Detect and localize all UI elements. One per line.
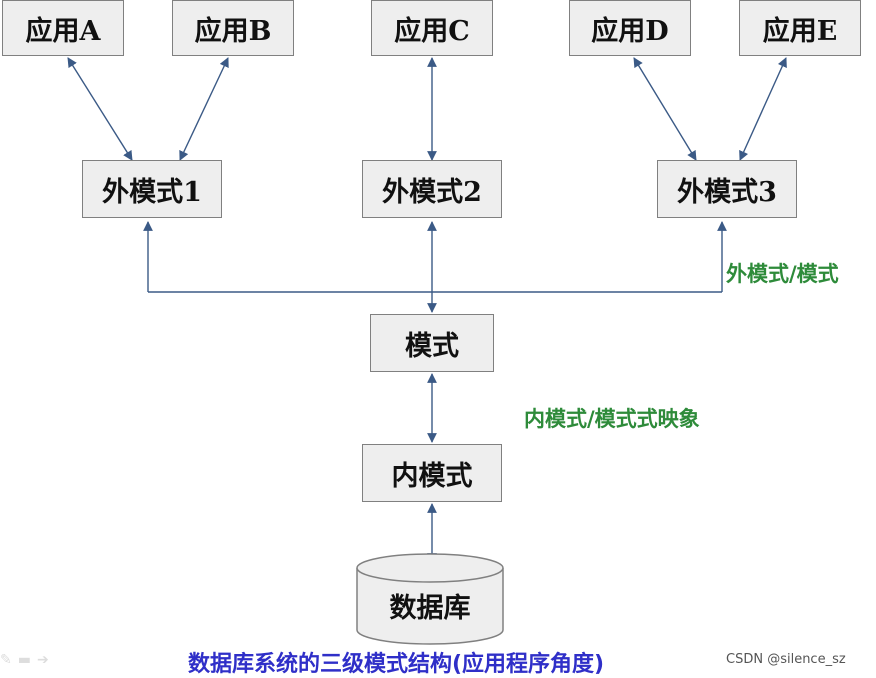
- application-box-e: 应用E: [739, 0, 861, 56]
- watermark: CSDN @silence_sz: [726, 652, 846, 667]
- external-schema-box-3: 外模式3: [657, 160, 797, 218]
- connector-appA-ext1: [67, 57, 133, 161]
- diagram-caption: 数据库系统的三级模式结构(应用程序角度): [188, 652, 605, 677]
- connector-appE-ext3: [739, 57, 787, 161]
- application-box-d: 应用D: [569, 0, 691, 56]
- arrow-right-icon[interactable]: ➔: [36, 652, 49, 668]
- menu-icon[interactable]: ▬: [17, 652, 31, 668]
- application-box-b: 应用B: [172, 0, 294, 56]
- application-box-c: 应用C: [371, 0, 493, 56]
- external-schema-box-2: 外模式2: [362, 160, 502, 218]
- internal-schema-box: 内模式: [362, 444, 502, 502]
- connector-appB-ext1: [179, 57, 229, 161]
- pen-icon[interactable]: ✎: [0, 652, 12, 668]
- slide-nav: ✎ ▬ ➔: [0, 652, 49, 668]
- external-schema-box-1: 外模式1: [82, 160, 222, 218]
- database-cylinder: [356, 553, 504, 645]
- conceptual-schema-box: 模式: [370, 314, 494, 372]
- connector-appD-ext3: [633, 57, 697, 161]
- external-conceptual-mapping-label: 外模式/模式: [726, 262, 839, 286]
- database-label: 数据库: [389, 593, 471, 624]
- conceptual-internal-mapping-label: 内模式/模式式映象: [524, 407, 700, 431]
- application-box-a: 应用A: [2, 0, 124, 56]
